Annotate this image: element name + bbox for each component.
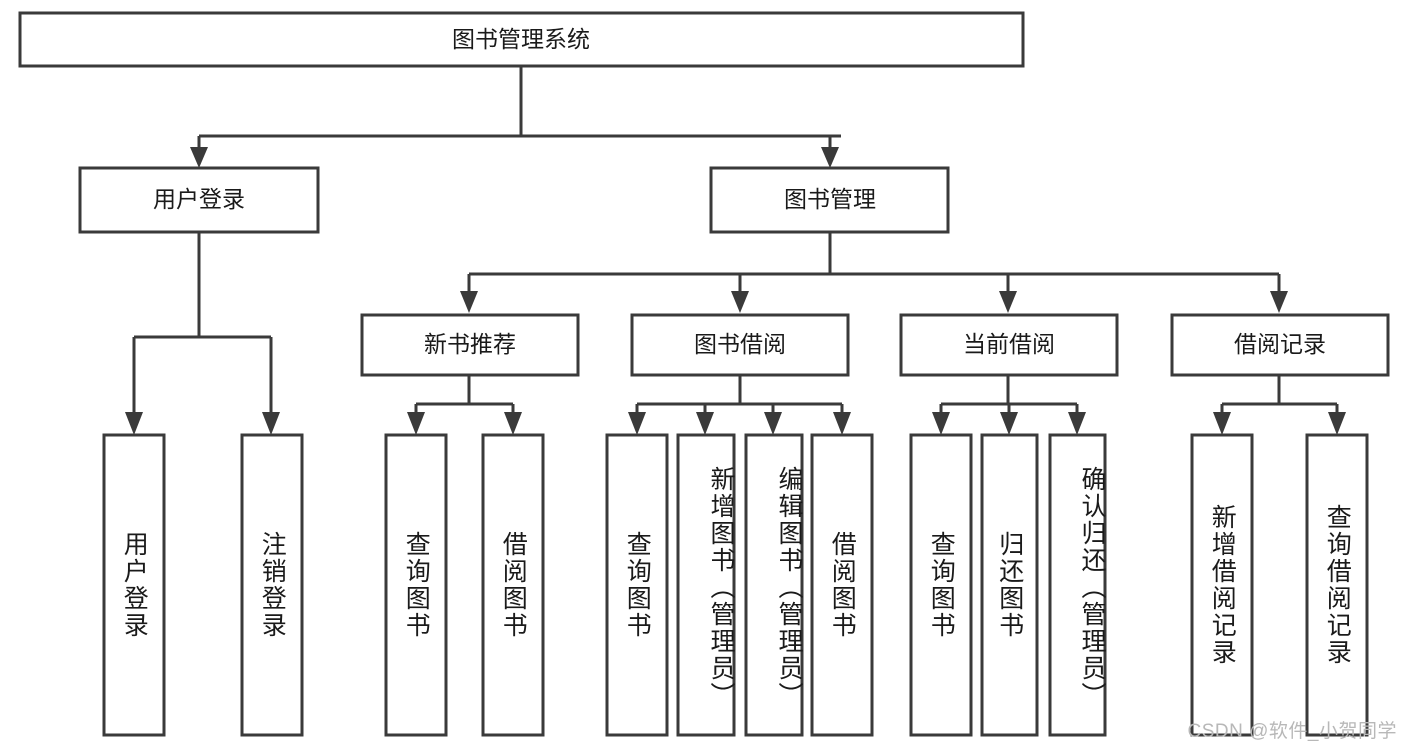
node-label-book-mgmt: 图书管理	[784, 186, 876, 212]
node-box-leaf-confirm-return[interactable]	[1048, 433, 1107, 737]
node-label-root: 图书管理系统	[452, 26, 590, 52]
node-box-leaf-logout[interactable]	[240, 433, 304, 737]
node-box-leaf-edit-book[interactable]	[744, 433, 804, 737]
arrowhead-leaf-user-login	[125, 412, 143, 435]
arrowhead-userlogin	[190, 147, 208, 168]
arrowhead-leaf-confirm-return	[1068, 412, 1086, 435]
node-box-leaf-query-book-2[interactable]	[605, 433, 669, 737]
node-label-borrow-record: 借阅记录	[1234, 331, 1326, 357]
node-box-leaf-user-login[interactable]	[102, 433, 166, 737]
arrowhead-new-book-rec	[460, 291, 478, 313]
connector-group-newbookrec	[407, 375, 522, 435]
connector-group-root	[190, 66, 841, 168]
node-box-leaf-query-book-1[interactable]	[384, 433, 448, 737]
arrowhead-leaf-query-book-1	[407, 412, 425, 435]
node-box-leaf-add-book[interactable]	[676, 433, 736, 737]
arrowhead-leaf-logout	[262, 412, 280, 435]
node-box-leaf-query-record[interactable]	[1305, 433, 1369, 737]
connector-group-bookmgmt	[460, 232, 1288, 313]
node-box-root[interactable]	[18, 11, 1025, 68]
node-box-book-borrow[interactable]	[630, 313, 850, 377]
arrowhead-leaf-borrow-book-1	[504, 412, 522, 435]
arrowhead-book-borrow	[731, 291, 749, 313]
connector-group-userlogin	[125, 232, 280, 435]
arrowhead-leaf-query-book-2	[628, 412, 646, 435]
arrowhead-leaf-add-record	[1213, 412, 1231, 435]
node-box-current-borrow[interactable]	[899, 313, 1119, 377]
node-box-user-login[interactable]	[78, 166, 320, 234]
connector-group-borrowrecord	[1213, 375, 1346, 435]
arrowhead-leaf-return-book	[1000, 412, 1018, 435]
node-box-leaf-borrow-book-2[interactable]	[810, 433, 874, 737]
arrowhead-current-borrow	[999, 291, 1017, 313]
arrowhead-leaf-borrow-book-2	[833, 412, 851, 435]
node-box-leaf-query-book-3[interactable]	[909, 433, 973, 737]
arrowhead-leaf-add-book	[696, 412, 714, 435]
connector-group-bookborrow	[628, 375, 851, 435]
connector-group-currentborrow	[932, 375, 1086, 435]
node-box-leaf-return-book[interactable]	[980, 433, 1039, 737]
node-box-borrow-record[interactable]	[1170, 313, 1390, 377]
node-box-new-book-rec[interactable]	[360, 313, 580, 377]
arrowhead-leaf-query-book-3	[932, 412, 950, 435]
node-label-new-book-rec: 新书推荐	[424, 331, 516, 357]
node-box-book-mgmt[interactable]	[709, 166, 950, 234]
node-label-current-borrow: 当前借阅	[963, 331, 1055, 357]
arrowhead-leaf-query-record	[1328, 412, 1346, 435]
arrowhead-bookmgmt	[821, 147, 839, 168]
node-label-user-login: 用户登录	[153, 186, 245, 212]
node-box-leaf-add-record[interactable]	[1190, 433, 1254, 737]
arrowhead-borrow-record	[1270, 291, 1288, 313]
watermark-text: CSDN @软件_小贺同学	[1187, 721, 1397, 742]
node-label-book-borrow: 图书借阅	[694, 331, 786, 357]
node-box-leaf-borrow-book-1[interactable]	[481, 433, 545, 737]
arrowhead-leaf-edit-book	[764, 412, 782, 435]
